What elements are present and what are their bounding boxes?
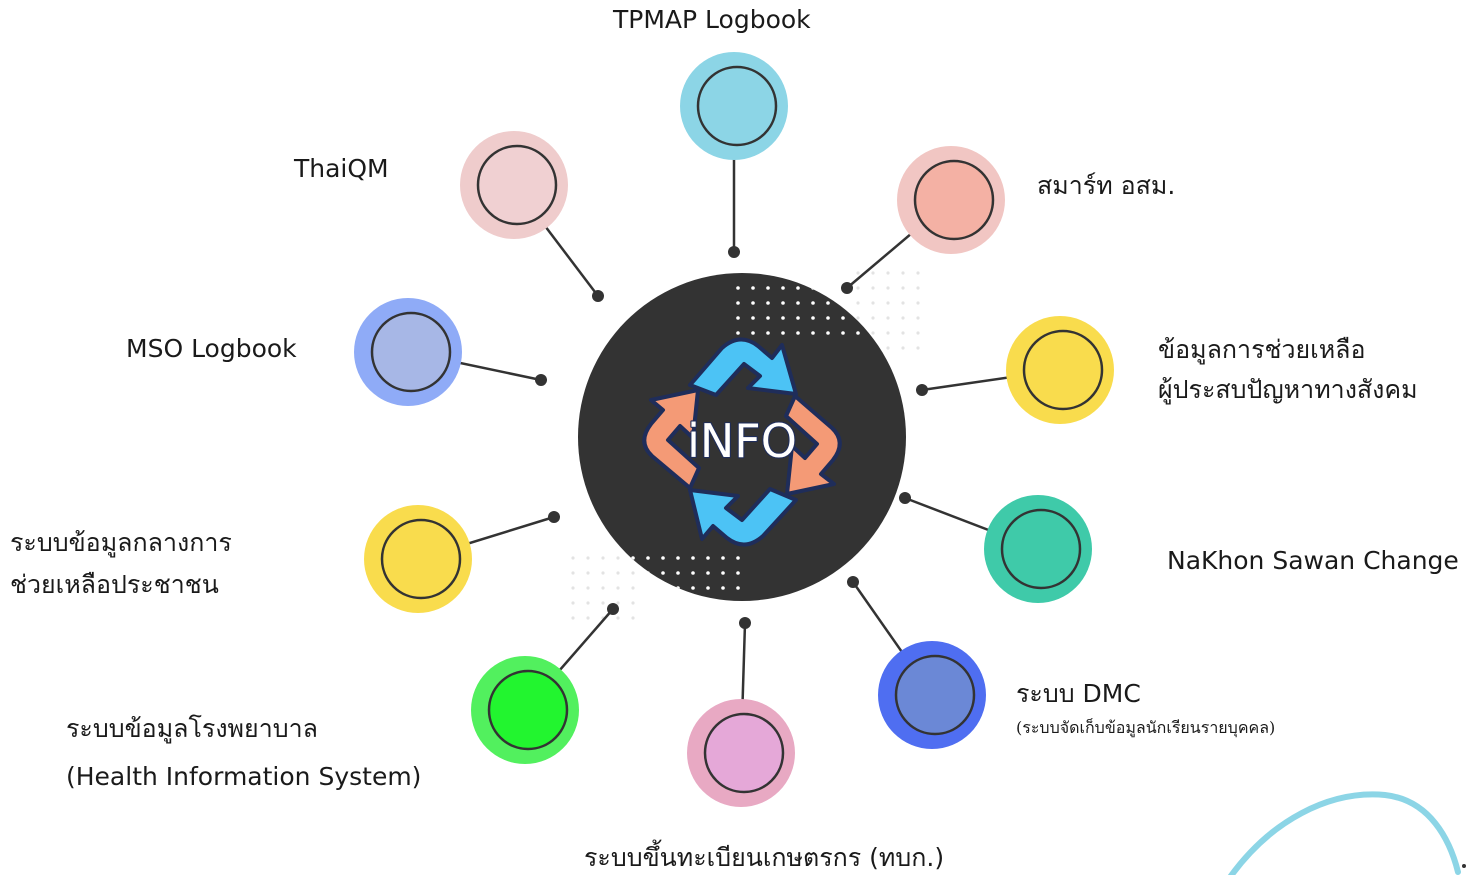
arrow-top-icon bbox=[688, 337, 798, 397]
node-inner-mso-logbook bbox=[370, 311, 452, 393]
node-inner-thaiqm bbox=[476, 144, 558, 226]
label-line: ช่วยเหลือประชาชน bbox=[10, 570, 219, 599]
decorative-swoosh bbox=[1227, 791, 1461, 875]
label-tpmap-logbook: TPMAP Logbook bbox=[613, 2, 811, 38]
node-inner-dmc-system bbox=[894, 654, 976, 736]
label-nakhon-sawan-change: NaKhon Sawan Change bbox=[1167, 543, 1459, 579]
decorative-dot bbox=[1462, 864, 1466, 868]
label-social-aid-data: ข้อมูลการช่วยเหลือ ผู้ประสบปัญหาทางสังคม bbox=[1158, 330, 1418, 410]
label-line: ระบบข้อมูลกลางการ bbox=[10, 528, 232, 557]
dot-pattern-top-right bbox=[732, 285, 862, 340]
label-dmc-system: ระบบ DMC (ระบบจัดเก็บข้อมูลนักเรียนรายบุ… bbox=[1016, 676, 1275, 740]
label-line: TPMAP Logbook bbox=[613, 5, 811, 34]
arrow-left-icon bbox=[642, 388, 701, 490]
node-inner-social-aid-data bbox=[1022, 329, 1104, 411]
arrow-right-icon bbox=[784, 394, 842, 496]
node-inner-health-information bbox=[487, 669, 569, 751]
label-health-information: ระบบข้อมูลโรงพยาบาล (Health Information … bbox=[66, 705, 421, 801]
label-central-aid-data: ระบบข้อมูลกลางการ ช่วยเหลือประชาชน bbox=[10, 522, 232, 606]
label-farmer-registration: ระบบขึ้นทะเบียนเกษตรกร (ทบก.) bbox=[584, 840, 944, 876]
label-thaiqm: ThaiQM bbox=[294, 151, 389, 187]
connector-dot-health-information bbox=[607, 603, 619, 615]
center-disc bbox=[578, 273, 906, 601]
label-line: ข้อมูลการช่วยเหลือ bbox=[1158, 335, 1366, 364]
dot-pattern-bottom-left-outer bbox=[560, 545, 635, 625]
label-line: ระบบ DMC bbox=[1016, 679, 1141, 708]
label-mso-logbook: MSO Logbook bbox=[126, 331, 297, 367]
label-line: สมาร์ท อสม. bbox=[1037, 171, 1176, 200]
info-cycle-icon: iNFO bbox=[642, 337, 842, 547]
label-line: ระบบขึ้นทะเบียนเกษตรกร (ทบก.) bbox=[584, 843, 945, 872]
connector-dot-thaiqm bbox=[592, 290, 604, 302]
connector-dot-social-aid-data bbox=[916, 384, 928, 396]
node-inner-farmer-registration bbox=[703, 712, 785, 794]
connector-dot-mso-logbook bbox=[535, 374, 547, 386]
node-inner-nakhon-sawan-change bbox=[1000, 508, 1082, 590]
label-line: MSO Logbook bbox=[126, 334, 297, 363]
label-smart-osm: สมาร์ท อสม. bbox=[1037, 168, 1175, 204]
connector-dot-smart-osm bbox=[841, 282, 853, 294]
node-inner-central-aid-data bbox=[380, 518, 462, 600]
label-line: ThaiQM bbox=[294, 154, 389, 183]
arrow-bottom-icon bbox=[688, 487, 798, 547]
dot-pattern-bottom-left bbox=[625, 545, 750, 600]
connector-dot-dmc-system bbox=[847, 576, 859, 588]
label-subline: (ระบบจัดเก็บข้อมูลนักเรียนรายบุคคล) bbox=[1016, 718, 1276, 737]
label-line: (Health Information System) bbox=[66, 762, 422, 791]
connector-dot-farmer-registration bbox=[739, 617, 751, 629]
connector-dot-nakhon-sawan-change bbox=[899, 492, 911, 504]
connector-dot-tpmap-logbook bbox=[728, 246, 740, 258]
center-label: iNFO bbox=[687, 414, 797, 468]
label-line: ระบบข้อมูลโรงพยาบาล bbox=[66, 714, 318, 743]
label-line: NaKhon Sawan Change bbox=[1167, 546, 1459, 575]
node-inner-smart-osm bbox=[913, 159, 995, 241]
nodes bbox=[354, 52, 1114, 807]
node-inner-tpmap-logbook bbox=[696, 65, 778, 147]
label-line: ผู้ประสบปัญหาทางสังคม bbox=[1158, 375, 1418, 404]
connector-dot-central-aid-data bbox=[548, 511, 560, 523]
